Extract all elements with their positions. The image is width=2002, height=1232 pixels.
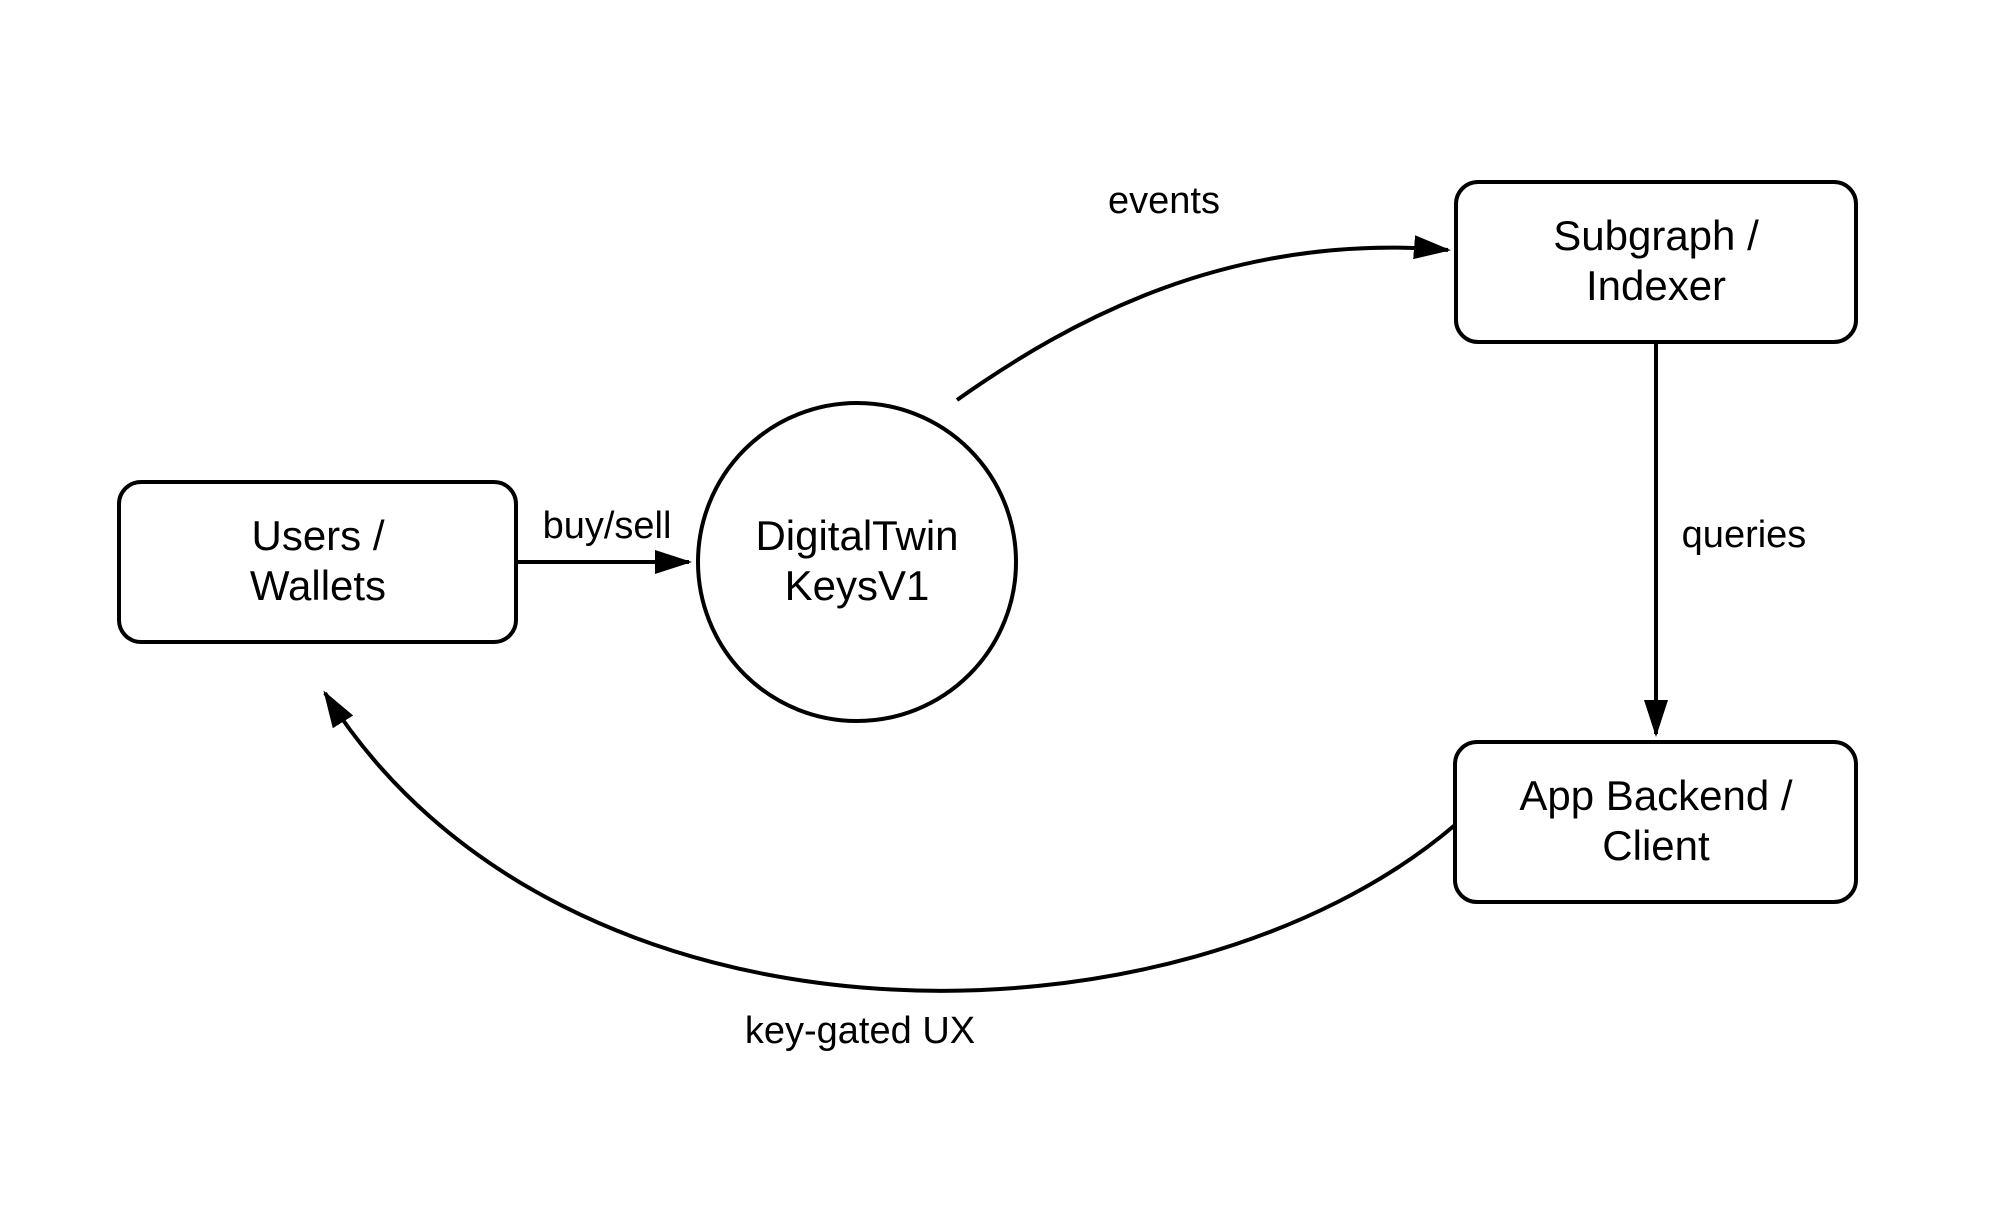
edge-queries: queries bbox=[1644, 343, 1807, 737]
node-users-wallets-label-line2: Wallets bbox=[250, 562, 386, 609]
node-digitaltwin-keysv1-shape bbox=[696, 401, 1018, 723]
node-subgraph-indexer-shape bbox=[1454, 180, 1858, 344]
node-digitaltwin-keysv1-label-line1: DigitalTwin bbox=[755, 512, 958, 559]
node-subgraph-indexer-label-line2: Indexer bbox=[1586, 262, 1726, 309]
node-users-wallets-shape bbox=[117, 480, 518, 644]
node-app-backend-client-label-line1: App Backend / bbox=[1519, 772, 1793, 819]
node-app-backend-client: App Backend / Client bbox=[1453, 740, 1858, 904]
edge-buy-sell-label: buy/sell bbox=[543, 505, 672, 547]
edge-events: events bbox=[955, 180, 1451, 402]
node-users-wallets: Users / Wallets bbox=[117, 480, 518, 644]
edge-key-gated-ux: key-gated UX bbox=[323, 690, 1457, 1052]
edge-key-gated-ux-line bbox=[323, 690, 1457, 993]
node-subgraph-indexer: Subgraph / Indexer bbox=[1454, 180, 1858, 344]
node-digitaltwin-keysv1-label-line2: KeysV1 bbox=[785, 562, 930, 609]
edge-queries-label: queries bbox=[1682, 514, 1807, 556]
edge-events-label: events bbox=[1108, 180, 1220, 222]
edge-buy-sell: buy/sell bbox=[516, 505, 692, 574]
node-app-backend-client-label-line2: Client bbox=[1602, 822, 1710, 869]
node-app-backend-client-shape bbox=[1453, 740, 1858, 904]
edge-key-gated-ux-label: key-gated UX bbox=[745, 1010, 975, 1052]
node-subgraph-indexer-label-line1: Subgraph / bbox=[1553, 212, 1759, 259]
node-digitaltwin-keysv1: DigitalTwin KeysV1 bbox=[696, 401, 1018, 723]
node-users-wallets-label-line1: Users / bbox=[251, 512, 384, 559]
edge-events-line bbox=[955, 235, 1451, 402]
